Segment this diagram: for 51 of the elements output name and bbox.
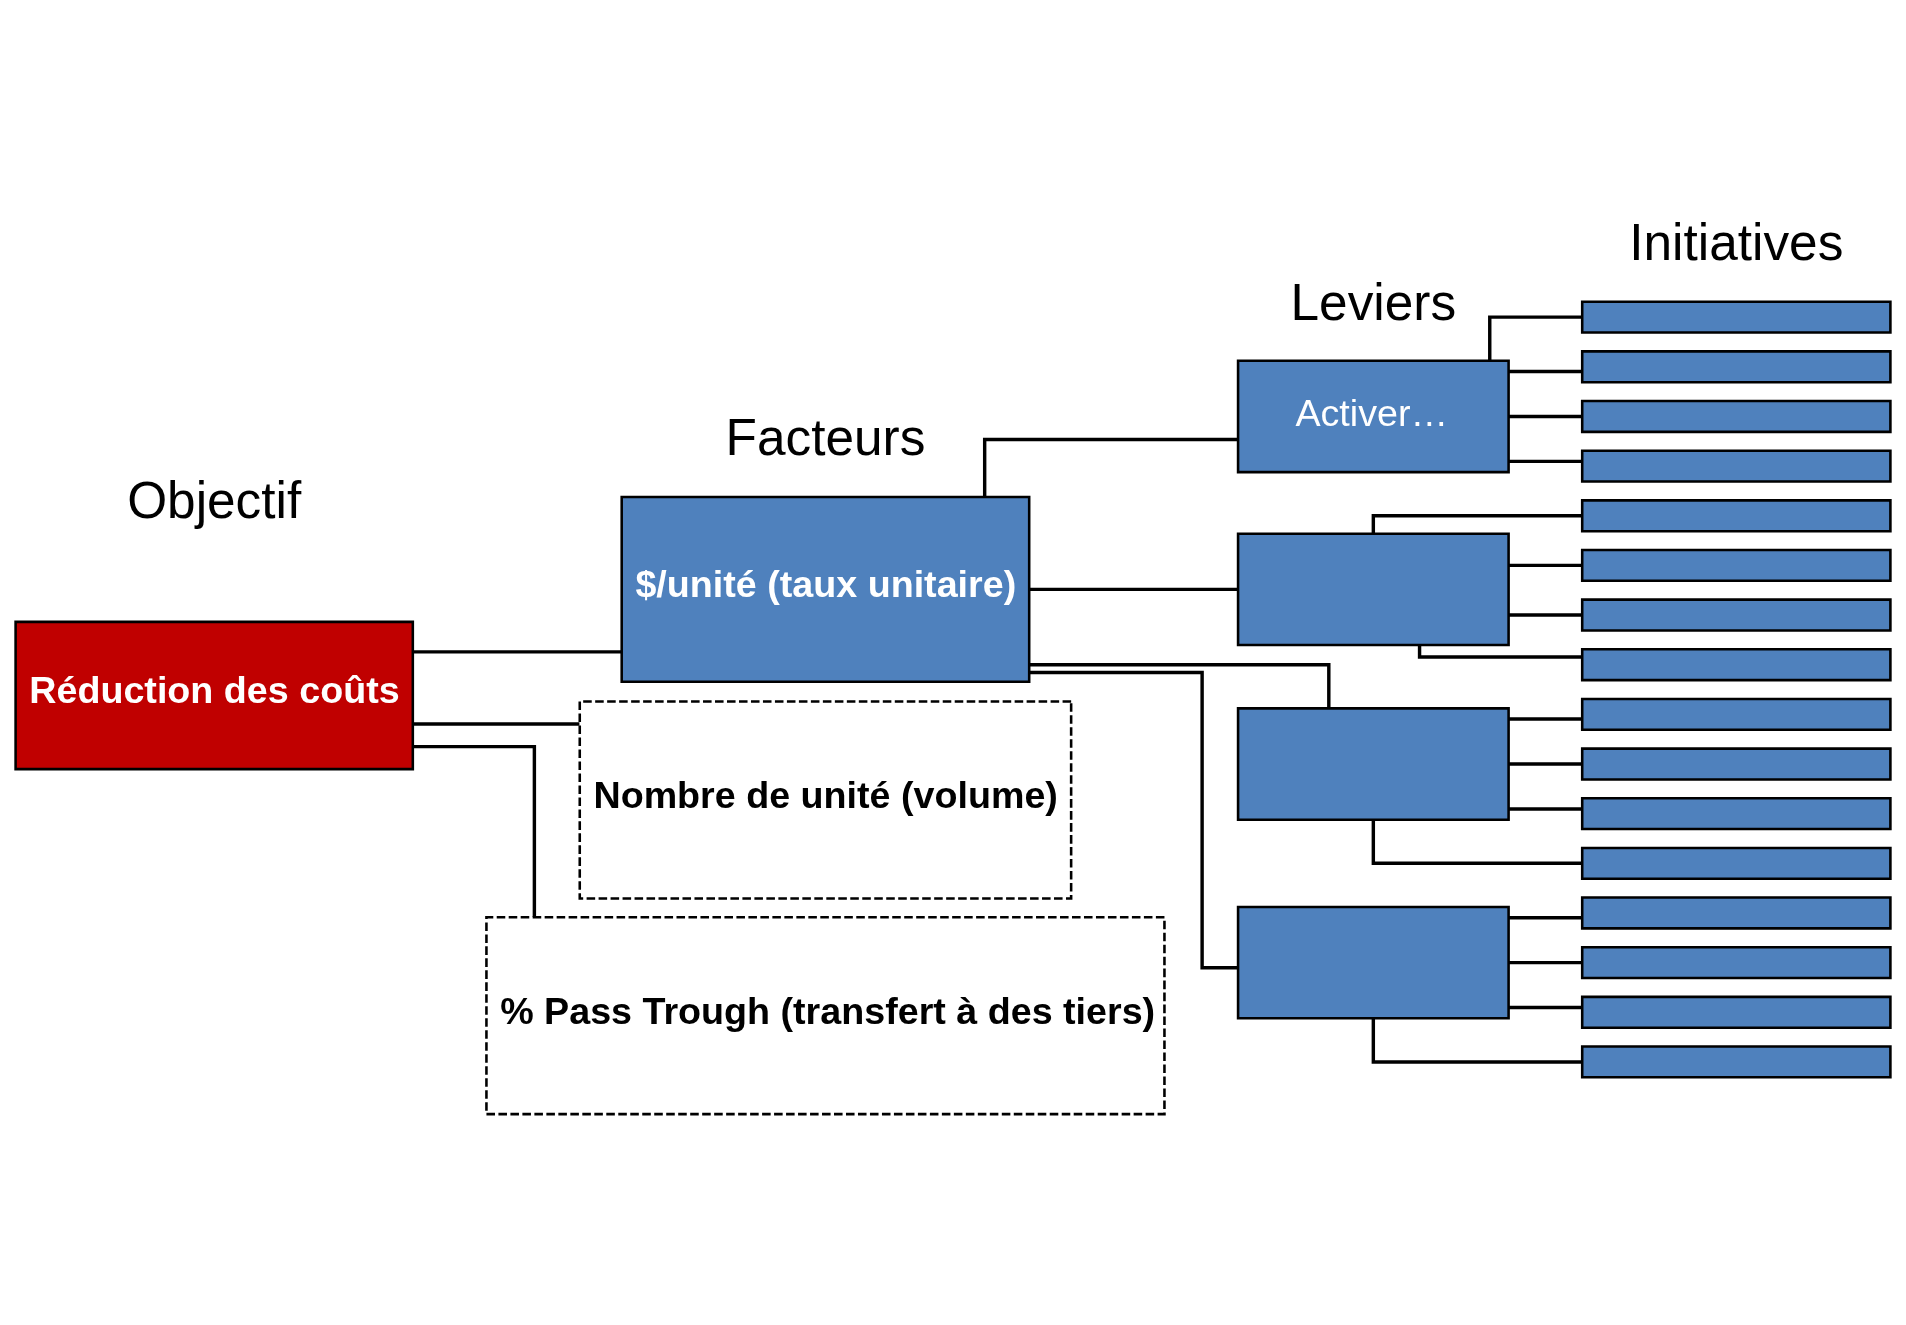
connector [1509, 761, 1582, 766]
node-box [1580, 895, 1892, 930]
node-box: Activer… [1236, 359, 1510, 473]
node-box [1580, 498, 1892, 532]
connector [1029, 587, 1238, 591]
label: Facteurs [725, 408, 926, 466]
connector [1371, 513, 1582, 534]
node-box [1580, 697, 1892, 731]
connector [413, 649, 622, 654]
node-box [1580, 448, 1892, 483]
connector [1509, 414, 1582, 418]
node-box [1580, 399, 1892, 433]
node-box [1580, 796, 1892, 830]
node-box [1236, 905, 1510, 1020]
node-box [1580, 597, 1892, 632]
connector [1509, 369, 1582, 373]
connector [1509, 915, 1582, 919]
connector [1488, 314, 1582, 360]
node-box [1580, 299, 1892, 334]
connector [1029, 662, 1331, 708]
node-box [1580, 746, 1892, 781]
connector [982, 437, 1238, 496]
node-box: Réduction des coûts [14, 620, 415, 770]
connector [412, 744, 537, 917]
connector [1371, 1018, 1582, 1064]
node-box: Nombre de unité (volume) [578, 699, 1073, 900]
connector [1509, 563, 1582, 567]
connector [1509, 1005, 1582, 1009]
node-box [1580, 1044, 1892, 1079]
node-box [1580, 846, 1892, 880]
node-box [1236, 531, 1510, 646]
connector [413, 721, 580, 726]
node-box [1580, 548, 1892, 582]
node-box [1580, 647, 1892, 681]
node-box [1580, 349, 1892, 383]
connector [1371, 819, 1582, 865]
node-box: $/unité (taux unitaire) [620, 495, 1031, 683]
node-box [1580, 995, 1892, 1029]
label: Objectif [127, 471, 302, 529]
connector [1509, 960, 1582, 964]
connector [1509, 612, 1582, 617]
connector [1509, 716, 1582, 721]
connector [1509, 806, 1582, 811]
connector [1509, 459, 1582, 463]
connector [1029, 670, 1238, 969]
label: Initiatives [1629, 213, 1844, 271]
label: Leviers [1290, 273, 1457, 331]
connector [1417, 644, 1583, 659]
node-box [1236, 706, 1510, 821]
node-box [1580, 945, 1892, 979]
node-box: % Pass Trough (transfert à des tiers) [485, 915, 1166, 1115]
